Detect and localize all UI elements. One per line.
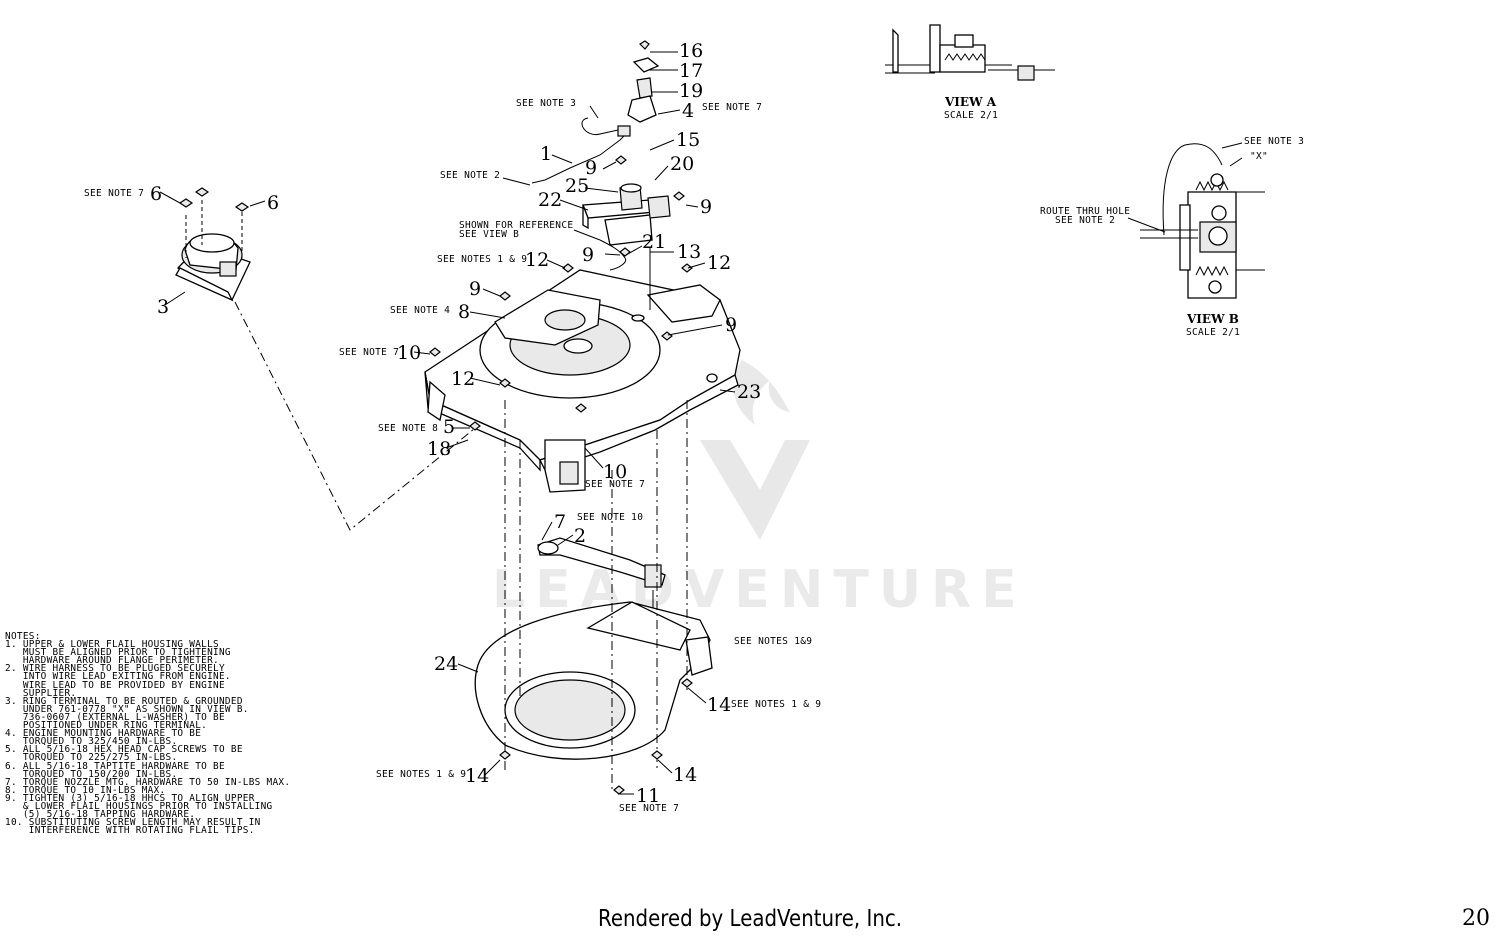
part-23-upper-flail-housing xyxy=(424,269,741,493)
label-see-view-b: SEE VIEW B xyxy=(459,229,519,240)
callout-9-d: 9 xyxy=(469,278,481,300)
callout-4: 4 xyxy=(682,100,694,122)
view-a-detail: VIEW A SCALE 2/1 xyxy=(885,24,1055,121)
callout-23: 23 xyxy=(737,381,761,403)
callout-14-a: 14 xyxy=(707,694,731,716)
label-see-note-2: SEE NOTE 2 xyxy=(440,170,500,181)
callout-19: 19 xyxy=(679,80,703,102)
route-thru-hole-label: ROUTE THRU HOLE xyxy=(1040,206,1130,217)
callout-3: 3 xyxy=(157,296,169,318)
view-a-title: VIEW A xyxy=(944,95,997,109)
part-25-switch xyxy=(619,183,643,211)
callout-8: 8 xyxy=(458,301,470,323)
callout-17: 17 xyxy=(679,60,703,82)
page-number: 20 xyxy=(1462,906,1490,931)
part-3-engine-mount xyxy=(175,187,251,302)
label-see-note-4: SEE NOTE 4 xyxy=(390,305,450,316)
part-21-wire-lead xyxy=(599,239,627,271)
part-24-lower-flail-housing xyxy=(474,601,713,760)
label-see-note-7-d: SEE NOTE 7 xyxy=(585,479,645,490)
view-b-detail: VIEW B SCALE 2/1 SEE NOTE 3 "X" ROUTE TH… xyxy=(1040,136,1304,338)
view-b-scale: SCALE 2/1 xyxy=(1186,327,1240,338)
part-1-wire-harness xyxy=(531,129,631,184)
view-b-see-note-3: SEE NOTE 3 xyxy=(1244,136,1304,147)
label-see-note-3: SEE NOTE 3 xyxy=(516,98,576,109)
view-b-title: VIEW B xyxy=(1186,312,1239,326)
callout-12-a: 12 xyxy=(525,249,549,271)
label-see-notes-1-9-d: SEE NOTES 1 & 9 xyxy=(376,769,466,780)
callout-12-c: 12 xyxy=(451,368,475,390)
callout-numbers: 16 17 19 4 1 15 9 20 25 22 9 9 21 13 12 … xyxy=(150,40,761,807)
callout-16: 16 xyxy=(679,40,703,62)
route-see-note-2-label: SEE NOTE 2 xyxy=(1055,215,1115,226)
callout-10-a: 10 xyxy=(397,342,421,364)
footer-credit: Rendered by LeadVenture, Inc. xyxy=(597,906,903,932)
callout-9-b: 9 xyxy=(700,196,712,218)
callout-10-b: 10 xyxy=(603,461,627,483)
callout-15: 15 xyxy=(676,129,700,151)
callout-6-a: 6 xyxy=(150,183,162,205)
callout-21: 21 xyxy=(642,231,666,253)
leader-lines xyxy=(159,51,736,795)
callout-9-e: 9 xyxy=(725,314,737,336)
label-see-note-7-b: SEE NOTE 7 xyxy=(84,188,144,199)
label-see-notes-1-9-b: SEE NOTES 1&9 xyxy=(734,636,812,647)
label-see-note-10: SEE NOTE 10 xyxy=(577,512,643,523)
callout-1: 1 xyxy=(540,143,552,165)
view-b-x-marker: "X" xyxy=(1250,151,1268,162)
callout-6-b: 6 xyxy=(267,192,279,214)
label-see-notes-1-9-c: SEE NOTES 1 & 9 xyxy=(731,699,821,710)
callout-18: 18 xyxy=(427,438,451,460)
callout-20: 20 xyxy=(670,153,694,175)
label-see-note-8: SEE NOTE 8 xyxy=(378,423,438,434)
label-see-notes-1-9-a: SEE NOTES 1 & 9 xyxy=(437,254,527,265)
callout-14-b: 14 xyxy=(465,765,489,787)
callout-7: 7 xyxy=(554,511,566,533)
callout-14-c: 14 xyxy=(673,764,697,786)
label-see-note-7-a: SEE NOTE 7 xyxy=(702,102,762,113)
label-see-note-7-e: SEE NOTE 7 xyxy=(619,803,679,814)
callout-24: 24 xyxy=(434,653,458,675)
callout-9-c: 9 xyxy=(582,244,594,266)
view-a-scale: SCALE 2/1 xyxy=(944,110,998,121)
callout-5: 5 xyxy=(443,416,455,438)
label-shown-for-reference: SHOWN FOR REFERENCE xyxy=(459,220,573,231)
part-20-switch-bracket xyxy=(647,195,671,219)
part-16-17-19-switch-stack xyxy=(627,40,660,123)
callout-12-b: 12 xyxy=(707,252,731,274)
callout-25: 25 xyxy=(565,175,589,197)
callout-2: 2 xyxy=(574,525,586,547)
label-see-note-7-c: SEE NOTE 7 xyxy=(339,347,399,358)
callout-13: 13 xyxy=(677,241,701,263)
part-2-flail-arm xyxy=(537,537,666,610)
part-8-deflector xyxy=(494,289,601,346)
callout-11: 11 xyxy=(636,785,660,807)
assembly-notes: NOTES: 1. UPPER & LOWER FLAIL HOUSING WA… xyxy=(5,631,291,837)
hardware-bolts xyxy=(429,155,693,795)
callout-22: 22 xyxy=(538,189,562,211)
note-labels: SEE NOTE 3 SEE NOTE 7 SEE NOTE 7 SEE NOT… xyxy=(84,98,821,814)
callout-9-a: 9 xyxy=(585,157,597,179)
